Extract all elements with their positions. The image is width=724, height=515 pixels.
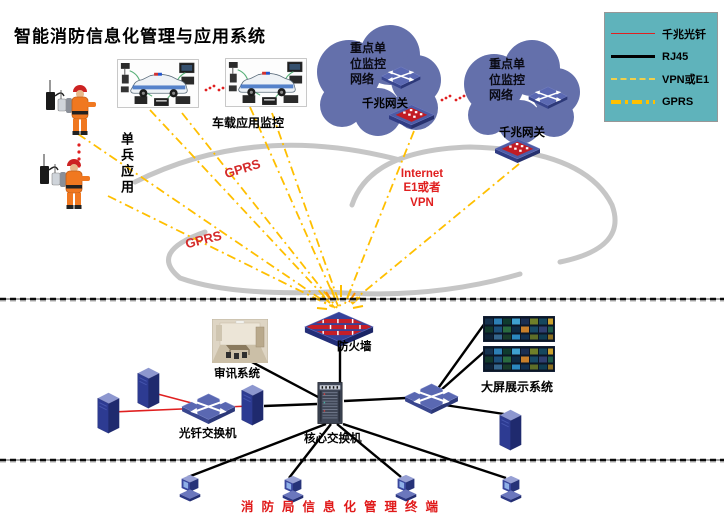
core-switch-label: 核心交换机: [304, 433, 362, 445]
legend-item-fiber: 千兆光钎: [611, 26, 711, 42]
gprs-vpn-links: [77, 106, 520, 309]
firefighter-unit-2[interactable]: [39, 153, 91, 210]
big-screen-bottom[interactable]: [483, 346, 555, 372]
vehicle-monitor-label: 车载应用监控: [212, 116, 285, 130]
legend-box: 千兆光钎 RJ45 VPN或E1 GPRS: [604, 12, 718, 122]
legend-item-gprs: GPRS: [611, 96, 711, 108]
gateway-right-label: 千兆网关: [499, 127, 545, 139]
vpn-line-sample: [611, 78, 655, 81]
gateway-right-icon[interactable]: [494, 138, 541, 164]
rj45-line-sample: [611, 55, 655, 59]
vehicle-kit-2[interactable]: [225, 58, 307, 107]
terminal-pc-4[interactable]: [500, 475, 522, 503]
rj45-links: [187, 85, 550, 480]
gprs-line-sample: [611, 100, 655, 104]
terminal-row-label: 消防局信息化管理终端: [241, 500, 447, 514]
internet-line3: VPN: [410, 196, 434, 209]
legend-label: VPN或E1: [662, 74, 710, 87]
firewall-label: 防火墙: [337, 341, 372, 353]
server-tower-right[interactable]: [499, 409, 522, 451]
soldier-app-label: 单兵应用: [119, 132, 134, 196]
internet-label: Internet E1或者 VPN: [390, 167, 454, 210]
firefighter-unit-1[interactable]: [45, 79, 97, 136]
vehicle-kit-1[interactable]: [117, 59, 199, 108]
fiber-switch-icon[interactable]: [181, 393, 236, 424]
fiber-line-sample: [611, 33, 655, 35]
cloud-right-label: 重点单位监控网络: [489, 57, 526, 103]
legend-label: RJ45: [662, 50, 689, 63]
server-tower-2[interactable]: [137, 367, 160, 409]
legend-label: GPRS: [662, 96, 694, 109]
interrogation-label: 审讯系统: [214, 368, 260, 380]
internet-line2: E1或者: [403, 182, 441, 195]
internet-line1: Internet: [400, 168, 444, 180]
server-tower-3[interactable]: [241, 384, 264, 426]
big-screen-label: 大屏展示系统: [481, 380, 554, 394]
fiber-switch-label: 光钎交换机: [179, 428, 237, 440]
cloud-outline-arcs: [132, 142, 618, 297]
lan-switch-icon[interactable]: [404, 383, 459, 414]
legend-label: 千兆光钎: [662, 28, 706, 41]
terminal-pc-1[interactable]: [179, 474, 201, 502]
big-screen-top[interactable]: [483, 316, 555, 342]
interrogation-room-image[interactable]: [212, 319, 268, 363]
legend-item-rj45: RJ45: [611, 51, 711, 63]
page-title: 智能消防信息化管理与应用系统: [14, 27, 266, 46]
separator-lines: [0, 297, 724, 463]
server-tower-1[interactable]: [97, 392, 120, 434]
legend-item-vpn: VPN或E1: [611, 71, 711, 87]
gateway-left-label: 千兆网关: [362, 98, 408, 110]
core-switch-icon[interactable]: [317, 381, 343, 425]
cloud-left-label: 重点单位监控网络: [350, 41, 387, 87]
